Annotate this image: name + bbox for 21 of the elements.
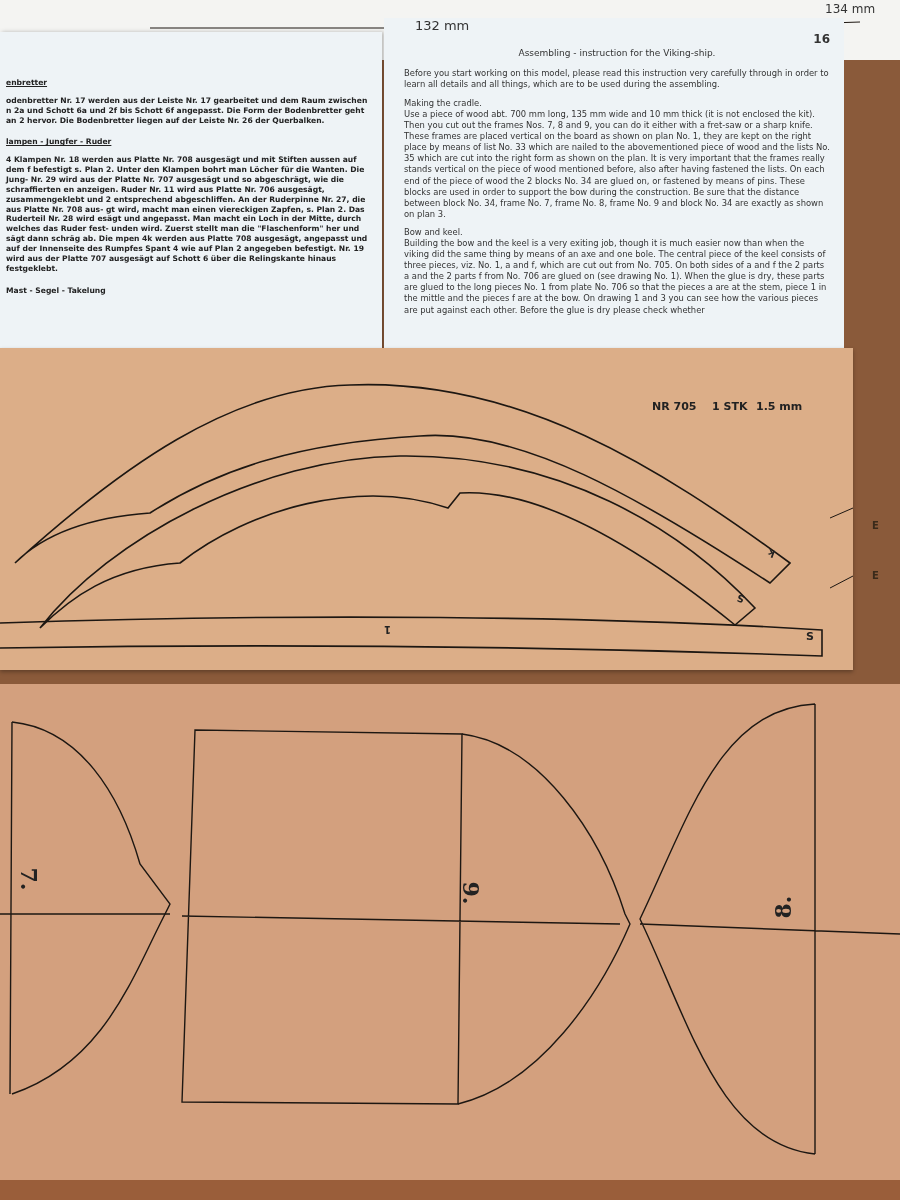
part-marking: 1 STK	[712, 400, 748, 413]
frame-number: 9.	[458, 881, 485, 905]
page-title: Assembling - instruction for the Viking-ship.	[517, 47, 717, 60]
part-letter: E	[872, 520, 879, 531]
paragraph: Use a piece of wood abt. 700 mm long, 135 mm wide and 10 mm thick (it is not enclosed the kit). Then you cut out the frames Nos. 7, 8 and 9, you can do it either with a fret-saw or a sharp knife. These frames are placed vertical on the board as shown on plan No. 1, they are kept on the right place by means of list No. 33 which are nailed to the abovementioned piece of wood and the lists No. 35 which are cut into the right form as shown on the plan. It is very important that the frames really stands vertical on the piece of wood mentioned before, also after having fastened the lists. On each end of the piece of wood the 2 blocks No. 34 are glued on, or fastened by means of pins. These blocks are used in order to support the bow during the construction. Be sure that the distance between block No. 34, frame No. 7, frame No. 8, frame No. 9 and block No. 34 are exactly as shown on plan 3.	[404, 109, 830, 220]
part-letter: k	[766, 547, 777, 560]
section-heading: Bow and keel.	[404, 226, 464, 238]
dimension-text: 132 mm	[415, 18, 470, 33]
part-marking: 1.5 mm	[756, 400, 803, 413]
part-letter: S	[806, 630, 814, 643]
section-heading: Making the cradle.	[404, 97, 483, 109]
paragraph: Before you start working on this model, please read this instruction very carefully through in order to learn all details and all things, which are to be used during the assembling.	[404, 67, 830, 90]
frame-number: 8.	[770, 895, 797, 919]
frame-number: 7.	[16, 867, 43, 891]
part-letter: E	[872, 570, 879, 581]
part-letter: 1	[384, 624, 391, 635]
part-marking: NR 705	[652, 400, 697, 413]
page-number: 16	[812, 32, 830, 48]
dimension-text: 134 mm	[825, 2, 876, 16]
part-letter: S	[735, 592, 746, 605]
paragraph: Building the bow and the keel is a very exiting job, though it is much easier now than when the viking did the same thing by means of an axe and one bole. The central piece of the keel consists of three pieces, viz. No. 1, a and f, which are cut out from No. 705. On both sides of a and f the 2 parts a and the 2 parts f from No. 706 are glued on (see drawing No. 1). When the glue is dry, these parts are glued to the long pieces No. 1 from plate No. 706 so that the pieces a are at the stem, piece 1 in the mittle and the pieces f are at the bow. On drawing 1 and 3 you can see how the various pieces are put against each other. Before the glue is dry please check whether	[404, 238, 828, 316]
